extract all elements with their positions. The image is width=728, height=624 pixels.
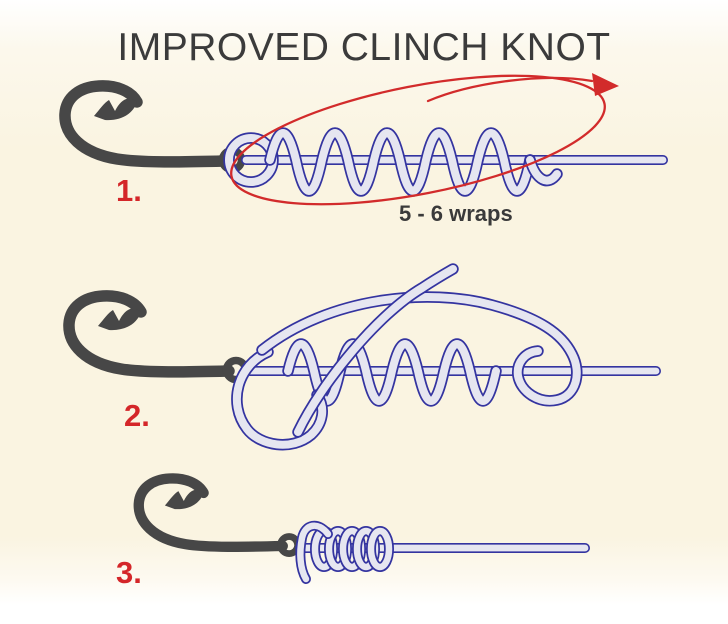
step2-bottom-loop xyxy=(231,346,328,451)
step-3-label: 3. xyxy=(116,555,142,590)
fish-hook-icon xyxy=(139,478,298,553)
wrap-direction-ellipse xyxy=(230,74,606,206)
step3-illustration xyxy=(139,478,590,584)
wraps-count-label: 5 - 6 wraps xyxy=(399,201,513,226)
step-2-label: 2. xyxy=(124,398,150,433)
fish-hook-icon xyxy=(65,86,242,170)
arrowhead xyxy=(592,73,619,96)
step2-tag-end xyxy=(292,263,459,438)
step1-illustration xyxy=(65,73,668,206)
step-1-label: 1. xyxy=(116,173,142,208)
step3-tight-coil xyxy=(310,526,394,572)
step2-illustration xyxy=(69,263,661,451)
wrap-direction-arrow-icon xyxy=(230,73,619,206)
page-title: IMPROVED CLINCH KNOT xyxy=(117,26,611,69)
step3-tag-end xyxy=(295,520,333,584)
fish-hook-icon xyxy=(69,296,246,380)
step1-wraps-coil xyxy=(264,127,536,197)
wrap-direction-curve xyxy=(426,76,594,103)
